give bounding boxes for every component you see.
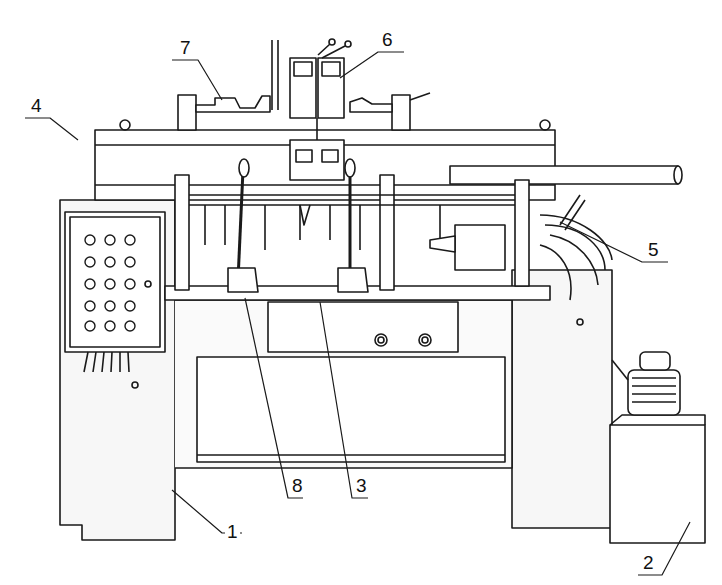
callout-number: 7	[178, 38, 193, 57]
callout-number: 4	[29, 96, 44, 115]
callout-number: 2	[641, 553, 656, 572]
callout-number: 8	[290, 476, 305, 495]
callout-number: 6	[380, 30, 395, 49]
callout-number: 3	[354, 476, 369, 495]
callout-number: 5	[646, 240, 661, 259]
callout-number: 1	[225, 522, 240, 541]
